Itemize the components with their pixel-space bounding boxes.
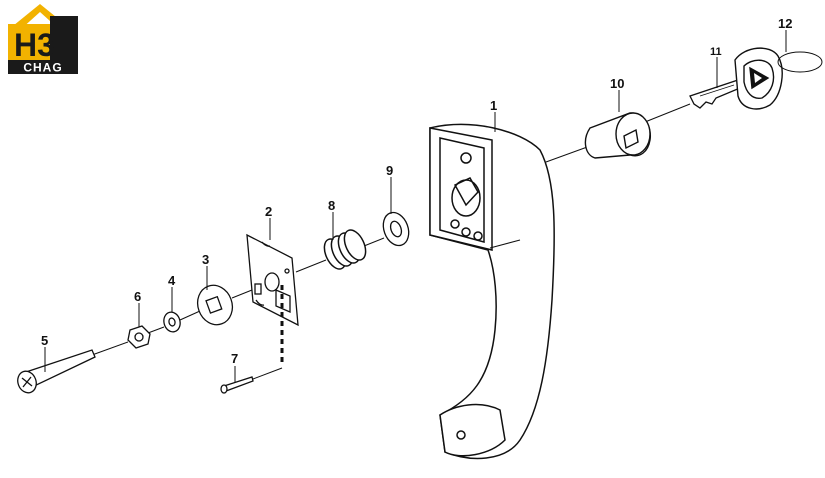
callout-3: 3 [202,252,209,267]
part-11-key [689,79,741,109]
part-1-handle [429,123,555,460]
callout-10: 10 [610,76,624,91]
part-7-pin [220,367,283,394]
part-4-washer [163,311,181,333]
part-6-nut [127,325,151,349]
callout-7: 7 [231,351,238,366]
callout-8: 8 [328,198,335,213]
logo-mark-text: H3 [14,27,55,63]
part-9-washer [382,211,410,247]
part-10-lock-cylinder [584,112,652,159]
callout-5: 5 [41,333,48,348]
part-12-key-head [734,47,823,110]
part-2-lock-plate [246,233,299,327]
callout-4: 4 [168,273,176,288]
logo-wordmark-text: CHAG [23,61,62,75]
callout-labels: 1 2 3 4 5 6 7 8 9 10 11 12 [41,16,792,366]
callout-11: 11 [710,46,722,58]
leader-lines [44,30,787,382]
logo-dark-block [50,16,78,60]
callout-9: 9 [386,163,393,178]
part-3-square-washer [196,284,234,326]
assembly-axis [91,103,691,356]
callout-2: 2 [265,204,272,219]
logo-wordmark-bar [8,60,78,74]
callout-12: 12 [778,16,792,31]
callout-6: 6 [134,289,141,304]
part-8-spring [323,229,367,270]
brand-logo: H3 CHAG [8,4,78,75]
part-5-screw [17,349,96,394]
callout-1: 1 [490,98,497,113]
